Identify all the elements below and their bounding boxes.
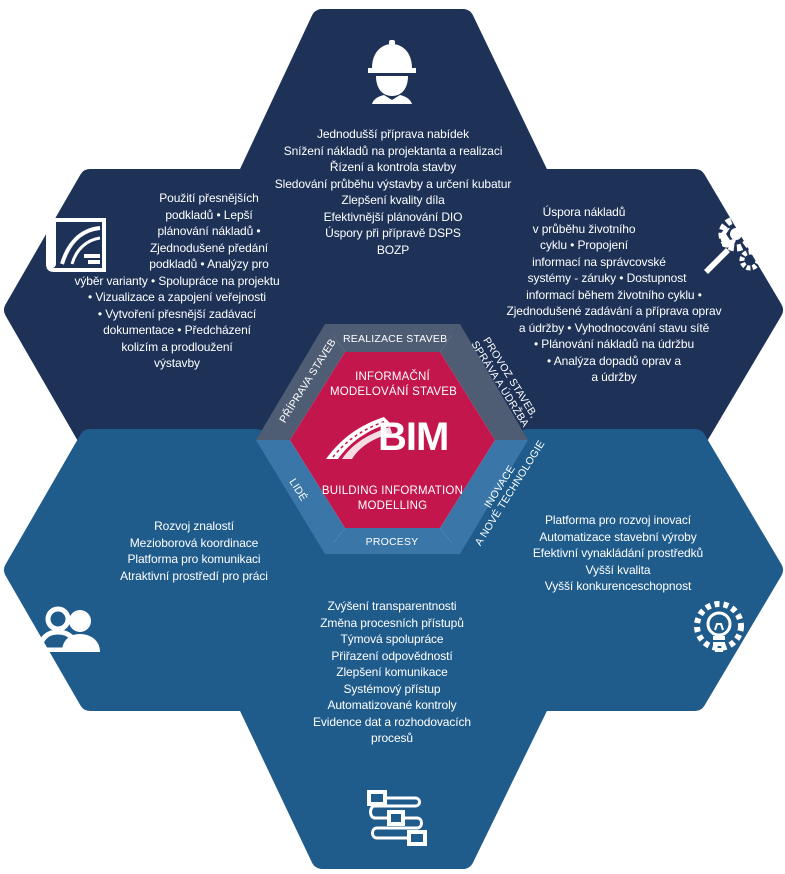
lower-right-line-4: Vyšší kvalita — [585, 562, 651, 577]
lower-left-line-4: Atraktivní prostředí pro práci — [120, 568, 268, 583]
center-subtitle: BUILDING INFORMATION MODELLING — [320, 484, 465, 514]
band-label-procesy: PROCESY — [365, 536, 419, 548]
upper-right-line-8: a údržby • Vyhodnocování stavu sítě — [518, 320, 710, 335]
bottom-line-7: Automatizované kontroly — [327, 698, 457, 712]
bottom-line-3: Týmová spolupráce — [340, 632, 444, 646]
bottom-line-4: Přiřazení odpovědností — [331, 648, 453, 663]
upper-right-hex-text: Úspora nákladů v průběhu životního cyklu… — [482, 204, 746, 386]
center-title-line-1: INFORMAČNÍ — [355, 371, 430, 383]
top-line-4: Sledování průběhu výstavby a určení kuba… — [274, 176, 512, 191]
top-hex-text: Jednodušší příprava nabídek Snížení nákl… — [262, 126, 524, 258]
upper-right-line-6: informací během životního cyklu • — [526, 287, 702, 302]
lower-left-hex-text: Rozvoj znalostí Mezioborová koordinace P… — [92, 518, 296, 584]
upper-left-line-9: dokumentace • Předcházení — [103, 323, 251, 337]
upper-right-line-1: Úspora nákladů — [542, 205, 626, 219]
center-title-line-2: MODELOVÁNÍ STAVEB — [330, 386, 457, 398]
wrench-gears-icon — [704, 216, 761, 274]
band-upper-right — [440, 324, 528, 440]
band-lower-left — [256, 440, 345, 554]
bottom-line-9: procesů — [371, 731, 413, 745]
bim-logo-text: BIM — [378, 415, 449, 459]
upper-right-line-3: cyklu • Propojení — [540, 238, 628, 252]
center-subtitle-line-2: MODELLING — [357, 500, 428, 512]
lower-left-line-2: Mezioborová koordinace — [129, 535, 259, 550]
upper-right-line-7: Zjednodušené zadávání a příprava oprav — [506, 304, 722, 318]
lightbulb-gear-icon — [694, 601, 744, 652]
bim-road-logo-icon — [326, 417, 392, 459]
upper-left-hex-text: Použití přesnějších podkladů • Lepší plá… — [48, 190, 306, 372]
upper-left-line-3: plánování nákladů • — [157, 224, 261, 238]
lower-right-line-2: Automatizace stavební výroby — [539, 529, 697, 544]
people-icon — [38, 606, 100, 652]
upper-right-line-10: • Analýza dopadů oprav a — [547, 353, 681, 368]
band-top — [325, 324, 460, 352]
top-line-7: Úspory při přípravě DSPS — [325, 226, 461, 240]
upper-left-line-8: • Vytvoření přesnější zadávací — [97, 306, 257, 321]
bottom-line-5: Zlepšení komunikace — [336, 665, 448, 679]
upper-left-line-1: Použití přesnějších — [159, 191, 259, 205]
upper-left-line-7: • Vizualizace a zapojení veřejnosti — [88, 290, 266, 304]
lower-left-line-3: Platforma pro komunikaci — [127, 552, 261, 566]
band-label-realizace: REALIZACE STAVEB — [343, 333, 448, 345]
upper-left-line-11: výstavby — [154, 356, 200, 370]
top-line-3: Řízení a kontrola stavby — [329, 160, 457, 174]
bottom-line-2: Změna procesních přístupů — [320, 615, 464, 630]
bottom-hex-text: Zvýšení transparentnosti Změna procesníc… — [286, 598, 498, 747]
blueprint-road-icon — [46, 216, 106, 272]
band-upper-left — [256, 324, 345, 440]
lower-right-line-3: Efektivní vynakládání prostředků — [532, 546, 704, 560]
top-line-1: Jednodušší příprava nabídek — [316, 127, 470, 141]
lower-right-line-1: Platforma pro rozvoj inovací — [545, 513, 691, 527]
upper-right-line-2: v průběhu životního — [532, 221, 636, 236]
lower-left-line-1: Rozvoj znalostí — [154, 519, 234, 533]
upper-left-line-5: podkladů • Analýzy pro — [149, 257, 269, 271]
process-flow-icon — [367, 790, 427, 846]
upper-left-line-4: Zjednodušené předání — [149, 240, 269, 255]
upper-left-line-10: kolizím a prodloužení — [121, 339, 233, 354]
lower-right-hex-text: Platforma pro rozvoj inovací Automatizac… — [506, 512, 730, 595]
upper-right-line-9: • Plánování nákladů na údržbu — [533, 337, 695, 351]
center-subtitle-line-1: BUILDING INFORMATION — [321, 485, 464, 497]
center-title: INFORMAČNÍ MODELOVÁNÍ STAVEB — [330, 370, 457, 400]
bottom-line-1: Zvýšení transparentnosti — [327, 599, 457, 613]
band-bottom — [325, 528, 460, 554]
top-line-2: Snížení nákladů na projektanta a realiza… — [283, 143, 503, 158]
bottom-line-6: Systémový přístup — [343, 681, 441, 696]
top-line-5: Zlepšení kvality díla — [341, 193, 445, 207]
upper-right-line-11: a údržby — [591, 370, 637, 384]
upper-right-line-4: informací na správcovské — [532, 254, 666, 269]
lower-right-line-5: Vyšší konkurenceschopnost — [544, 579, 692, 593]
top-line-6: Efektivnější plánování DIO — [323, 209, 463, 224]
upper-left-line-2: podkladů • Lepší — [165, 207, 253, 222]
bottom-line-8: Evidence dat a rozhodovacích — [313, 714, 471, 729]
upper-left-line-6: výběr varianty • Spolupráce na projektu — [74, 273, 280, 288]
center-hex — [290, 352, 495, 528]
top-line-8: BOZP — [376, 242, 410, 257]
upper-right-line-5: systémy - záruky • Dostupnost — [527, 271, 687, 285]
construction-worker-icon — [368, 40, 416, 104]
band-lower-right — [440, 440, 528, 554]
